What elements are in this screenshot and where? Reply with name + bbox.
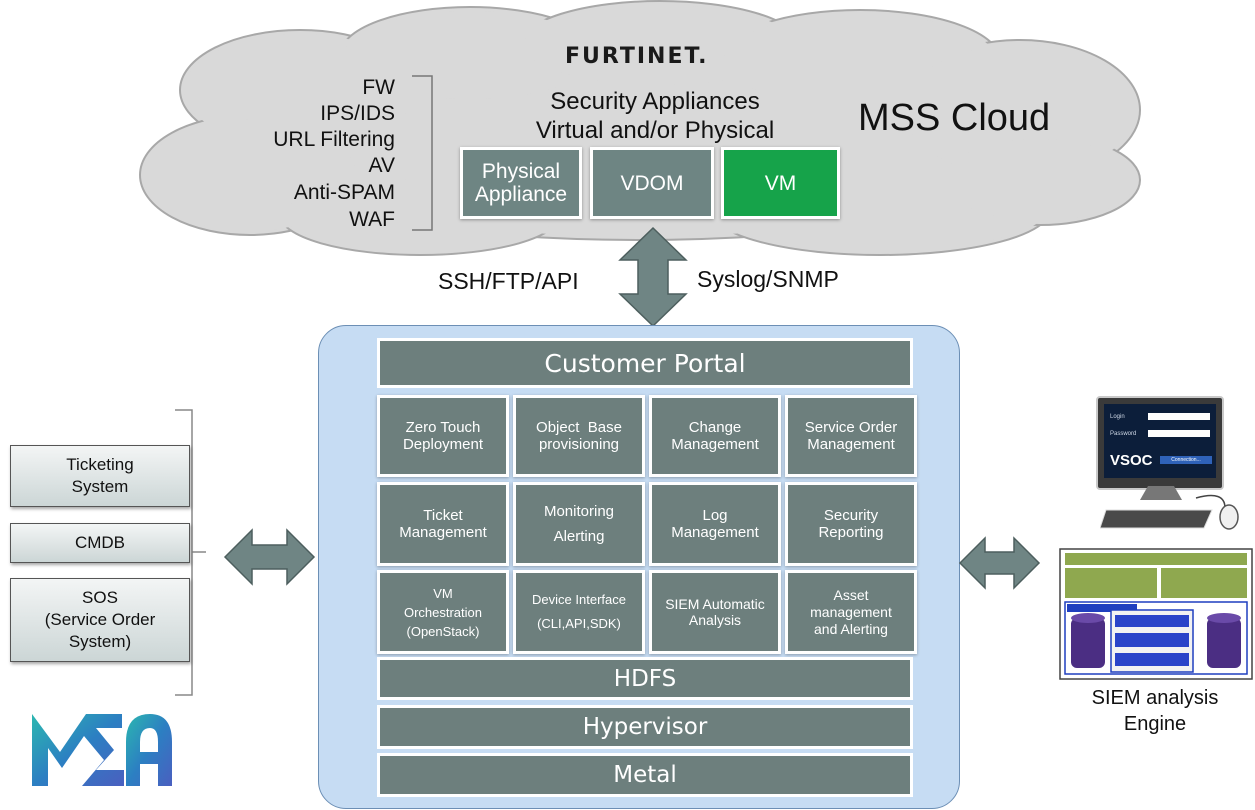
- tile-text: (CLI,API,SDK): [537, 616, 621, 631]
- tile-text: Orchestration: [403, 604, 483, 620]
- protocol-right-label: Syslog/SNMP: [697, 266, 839, 292]
- right-double-arrow-icon: [958, 536, 1041, 590]
- ticketing-line1: Ticketing: [66, 455, 134, 474]
- protocol-left-label: SSH/FTP/API: [438, 268, 579, 294]
- vm-box: VM: [721, 147, 840, 219]
- msa-logo-icon: [32, 714, 172, 786]
- tile-text: Analysis: [688, 612, 742, 628]
- tile-text: Deployment: [402, 436, 484, 453]
- metal-bar: Metal: [377, 753, 913, 797]
- tile-text: VM: [433, 585, 453, 601]
- vm-label: VM: [764, 171, 797, 195]
- tile-text: Ticket: [423, 507, 463, 524]
- feature-waf: WAF: [349, 208, 395, 231]
- cloud-title-line2: Virtual and/or Physical: [535, 117, 775, 144]
- left-double-arrow-icon: [223, 528, 316, 586]
- physical-line1: Physical: [481, 160, 561, 183]
- ticketing-line2: System: [71, 477, 129, 496]
- tile-text: Management: [671, 436, 759, 453]
- tile-device-interface: Device Interface (CLI,API,SDK): [513, 570, 645, 654]
- tile-text: Alerting: [553, 528, 605, 545]
- tile-text: Object Base: [536, 419, 622, 436]
- siem-engine-diagram: [1059, 548, 1253, 680]
- login-field: [1148, 413, 1210, 420]
- tile-text: and Alerting: [814, 620, 888, 637]
- tile-text: Device Interface: [532, 592, 626, 607]
- systems-bracket: [175, 409, 206, 696]
- tile-object-base: Object Base provisioning: [513, 395, 645, 477]
- customer-portal-bar: Customer Portal: [377, 338, 913, 388]
- vdom-box: VDOM: [590, 147, 714, 219]
- computer-stand-keyboard-icon: [1100, 486, 1239, 530]
- password-field: [1148, 430, 1210, 437]
- vertical-double-arrow-icon: [618, 226, 688, 328]
- siem-label-line1: SIEM analysis: [1091, 687, 1219, 709]
- tile-log-management: Log Management: [649, 482, 781, 566]
- vdom-label: VDOM: [620, 171, 684, 195]
- sos-line3: System): [68, 632, 132, 651]
- tile-text: Asset: [833, 586, 869, 603]
- tile-security-reporting: Security Reporting: [785, 482, 917, 566]
- vsoc-label: VSOC: [1110, 452, 1153, 469]
- tile-text: Management: [671, 524, 759, 541]
- tile-text: SIEM Automatic: [665, 596, 765, 612]
- siem-label-line2: Engine: [1123, 713, 1187, 735]
- mss-cloud-label: MSS Cloud: [858, 97, 1051, 139]
- tile-text: Security: [823, 507, 879, 524]
- hdfs-bar: HDFS: [377, 657, 913, 700]
- physical-appliance-box: Physical Appliance: [460, 147, 582, 219]
- tile-change-management: Change Management: [649, 395, 781, 477]
- cmdb-label: CMDB: [74, 533, 126, 552]
- tile-monitoring: Monitoring Alerting: [513, 482, 645, 566]
- tile-text: (OpenStack): [406, 623, 480, 639]
- tile-asset-management: Asset management and Alerting: [785, 570, 917, 654]
- feature-fw: FW: [362, 76, 395, 99]
- vsoc-screen: Login Password VSOC Connection...: [1104, 404, 1216, 478]
- tile-siem-automatic: SIEM Automatic Analysis: [649, 570, 781, 654]
- connect-button: Connection...: [1160, 456, 1212, 464]
- cmdb-box: CMDB: [10, 523, 190, 563]
- cloud-title-line1: Security Appliances: [550, 88, 760, 115]
- ticketing-system-box: Ticketing System: [10, 445, 190, 507]
- tile-text: Service Order: [804, 419, 898, 436]
- vsoc-monitor: Login Password VSOC Connection...: [1096, 396, 1224, 490]
- tile-text: Zero Touch: [405, 419, 481, 436]
- password-label: Password: [1110, 431, 1137, 437]
- tile-text: Management: [399, 524, 487, 541]
- physical-line2: Appliance: [474, 183, 568, 206]
- hypervisor-bar: Hypervisor: [377, 705, 913, 749]
- tile-text: Monitoring: [543, 503, 615, 520]
- sos-box: SOS (Service Order System): [10, 578, 190, 662]
- tile-zero-touch: Zero Touch Deployment: [377, 395, 509, 477]
- login-label: Login: [1110, 414, 1125, 420]
- tile-text: Reporting: [818, 524, 884, 541]
- tile-text: Log: [702, 507, 728, 524]
- tile-text: provisioning: [538, 436, 620, 453]
- sos-line2: (Service Order: [44, 610, 156, 629]
- feature-anti-spam: Anti-SPAM: [293, 181, 395, 204]
- tile-ticket-management: Ticket Management: [377, 482, 509, 566]
- sos-line1: SOS: [82, 588, 118, 607]
- tile-text: Change: [688, 419, 742, 436]
- tile-service-order: Service Order Management: [785, 395, 917, 477]
- tile-text: management: [810, 603, 892, 620]
- feature-av: AV: [368, 154, 395, 177]
- feature-ips-ids: IPS/IDS: [320, 102, 395, 125]
- tile-vm-orchestration: VM Orchestration (OpenStack): [377, 570, 509, 654]
- fortinet-logo: FURTINET.: [565, 44, 709, 69]
- tile-text: Management: [807, 436, 895, 453]
- feature-url-filtering: URL Filtering: [273, 128, 395, 151]
